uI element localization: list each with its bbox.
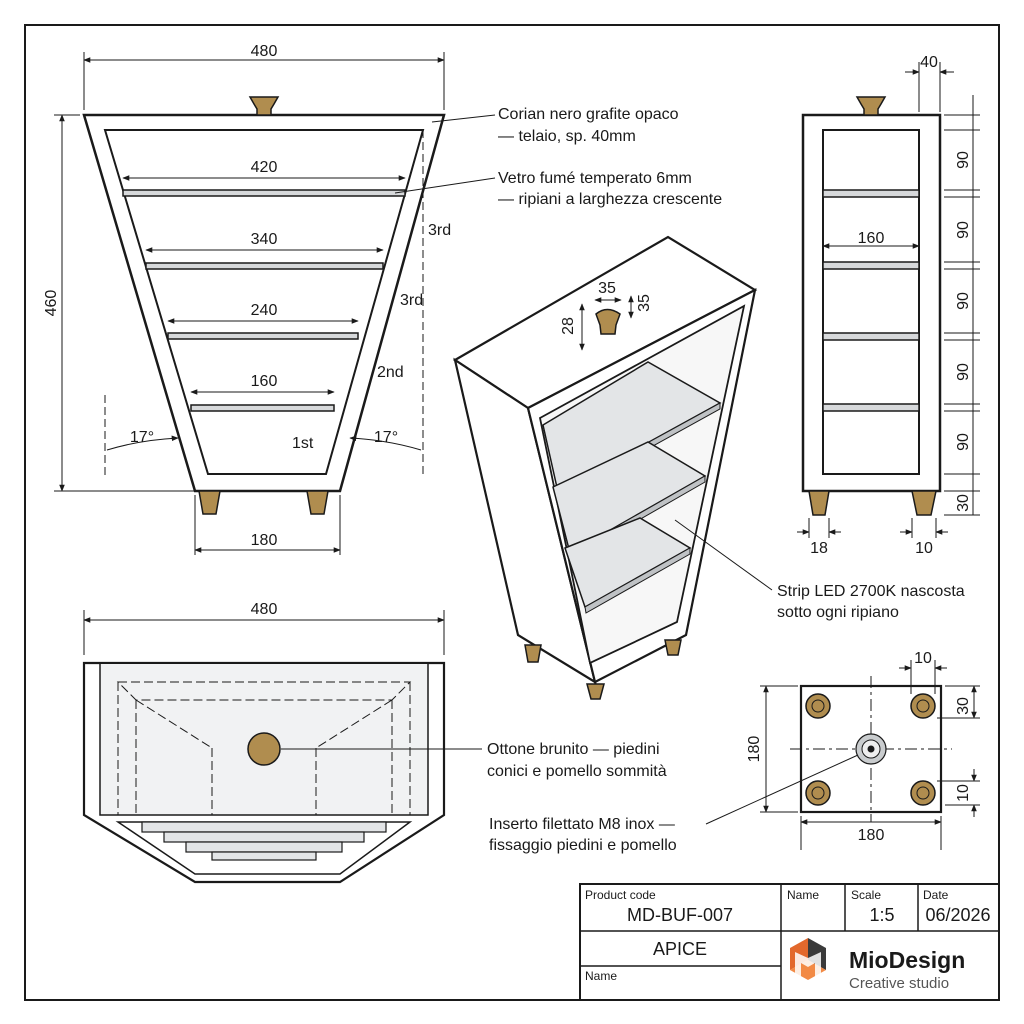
svg-text:Ottone brunito — piedini: Ottone brunito — piedini <box>487 741 660 758</box>
bottom-top-offset-label: 10 <box>914 650 932 667</box>
bottom-right-top-label: 30 <box>955 697 972 715</box>
front-frame-inner <box>103 129 425 475</box>
side-spacing-2: 90 <box>955 221 972 239</box>
iso-foot-2 <box>586 683 605 700</box>
company-name: MioDesign <box>849 947 965 973</box>
date-value: 06/2026 <box>925 905 990 925</box>
svg-text:fissaggio piedini e pomello: fissaggio piedini e pomello <box>489 837 677 854</box>
product-code-value: MD-BUF-007 <box>627 905 733 925</box>
product-code-label: Product code <box>585 888 656 902</box>
iso-knob <box>595 308 621 335</box>
plan-knob <box>247 732 281 766</box>
side-foot-right <box>911 490 937 516</box>
svg-text:Vetro fumé temperato 6mm: Vetro fumé temperato 6mm <box>498 170 692 187</box>
product-name-value: APICE <box>653 939 707 959</box>
bottom-right-bottom-label: 10 <box>955 784 972 802</box>
side-foot-height: 30 <box>955 494 972 512</box>
iso-knob-top: 28 <box>560 317 577 335</box>
annotation-brass: Ottone brunito — piedini conici e pomell… <box>281 741 667 780</box>
side-spacing-1: 90 <box>955 151 972 169</box>
front-angle-left: 17° <box>130 429 154 446</box>
front-height-label: 460 <box>43 290 60 317</box>
front-knob <box>248 96 280 116</box>
side-spacing-5: 90 <box>955 433 972 451</box>
svg-text:— telaio, sp. 40mm: — telaio, sp. 40mm <box>498 128 636 145</box>
annotation-glass: Vetro fumé temperato 6mm — ripiani a lar… <box>394 170 722 208</box>
title-block: Product code MD-BUF-007 Name Scale 1:5 D… <box>579 883 1000 1001</box>
annotation-corian: Corian nero grafite opaco — telaio, sp. … <box>431 106 679 145</box>
front-shelf-420 <box>122 189 406 197</box>
bottom-foot-2 <box>910 693 936 719</box>
side-knob <box>855 96 887 116</box>
scale-label: Scale <box>851 888 881 902</box>
side-foot-right-width: 10 <box>915 540 933 557</box>
front-shelf-width-3: 240 <box>251 302 278 319</box>
bottom-height-label: 180 <box>746 736 763 763</box>
svg-text:Corian nero grafite opaco: Corian nero grafite opaco <box>498 106 679 123</box>
side-view: 40 160 90 90 90 90 90 30 18 10 <box>797 54 980 557</box>
front-view: 480 460 420 340 240 160 180 17° 17° 3rd … <box>43 43 451 555</box>
cube-m-logo-icon <box>790 938 826 980</box>
tier-label-4: 1st <box>292 435 314 452</box>
bottom-foot-3 <box>805 780 831 806</box>
front-foot-left <box>198 490 221 515</box>
front-base-width-label: 180 <box>251 532 278 549</box>
side-spacing-4: 90 <box>955 363 972 381</box>
svg-text:Strip LED 2700K nascosta: Strip LED 2700K nascosta <box>777 583 965 600</box>
svg-text:sotto ogni ripiano: sotto ogni ripiano <box>777 604 899 621</box>
tier-label-2: 3rd <box>400 292 423 309</box>
tier-label-3: 2nd <box>377 364 404 381</box>
front-shelf-width-2: 340 <box>251 231 278 248</box>
bottom-foot-4 <box>910 780 936 806</box>
front-shelf-width-1: 420 <box>251 159 278 176</box>
svg-text:— ripiani a larghezza crescent: — ripiani a larghezza crescente <box>498 191 722 208</box>
front-shelf-340 <box>145 262 384 270</box>
front-foot-right <box>306 490 329 515</box>
plan-view: 480 <box>82 601 446 884</box>
svg-text:Inserto filettato M8 inox —: Inserto filettato M8 inox — <box>489 816 675 833</box>
plan-width-label: 480 <box>251 601 278 618</box>
annotation-insert: Inserto filettato M8 inox — fissaggio pi… <box>489 754 859 854</box>
iso-knob-diameter: 35 <box>598 280 616 297</box>
annotation-led: Strip LED 2700K nascosta sotto ogni ripi… <box>674 519 965 621</box>
name-label: Name <box>585 969 617 983</box>
front-shelf-160 <box>190 404 335 412</box>
isometric-view: 35 35 28 <box>452 235 758 700</box>
front-angle-right: 17° <box>374 429 398 446</box>
name-column-label: Name <box>787 888 819 902</box>
side-inner-width-label: 160 <box>858 230 885 247</box>
front-shelf-240 <box>167 332 359 340</box>
side-foot-left-width: 18 <box>810 540 828 557</box>
side-foot-left <box>808 490 830 516</box>
svg-text:conici e pomello sommità: conici e pomello sommità <box>487 763 667 780</box>
company-subtitle: Creative studio <box>849 975 949 992</box>
iso-foot-3 <box>664 639 682 656</box>
side-depth-label: 40 <box>920 54 938 71</box>
front-width-top-label: 480 <box>251 43 278 60</box>
date-label: Date <box>923 888 949 902</box>
side-spacing-3: 90 <box>955 292 972 310</box>
iso-foot-1 <box>524 644 542 663</box>
bottom-foot-1 <box>805 693 831 719</box>
sheet-border <box>24 24 1000 1001</box>
side-frame-inner <box>822 129 920 475</box>
iso-knob-height: 35 <box>636 294 653 312</box>
scale-value: 1:5 <box>869 905 894 925</box>
tier-label-1: 3rd <box>428 222 451 239</box>
bottom-width-label: 180 <box>858 827 885 844</box>
front-shelf-width-4: 160 <box>251 373 278 390</box>
bottom-view: 180 180 10 30 10 <box>746 650 980 850</box>
